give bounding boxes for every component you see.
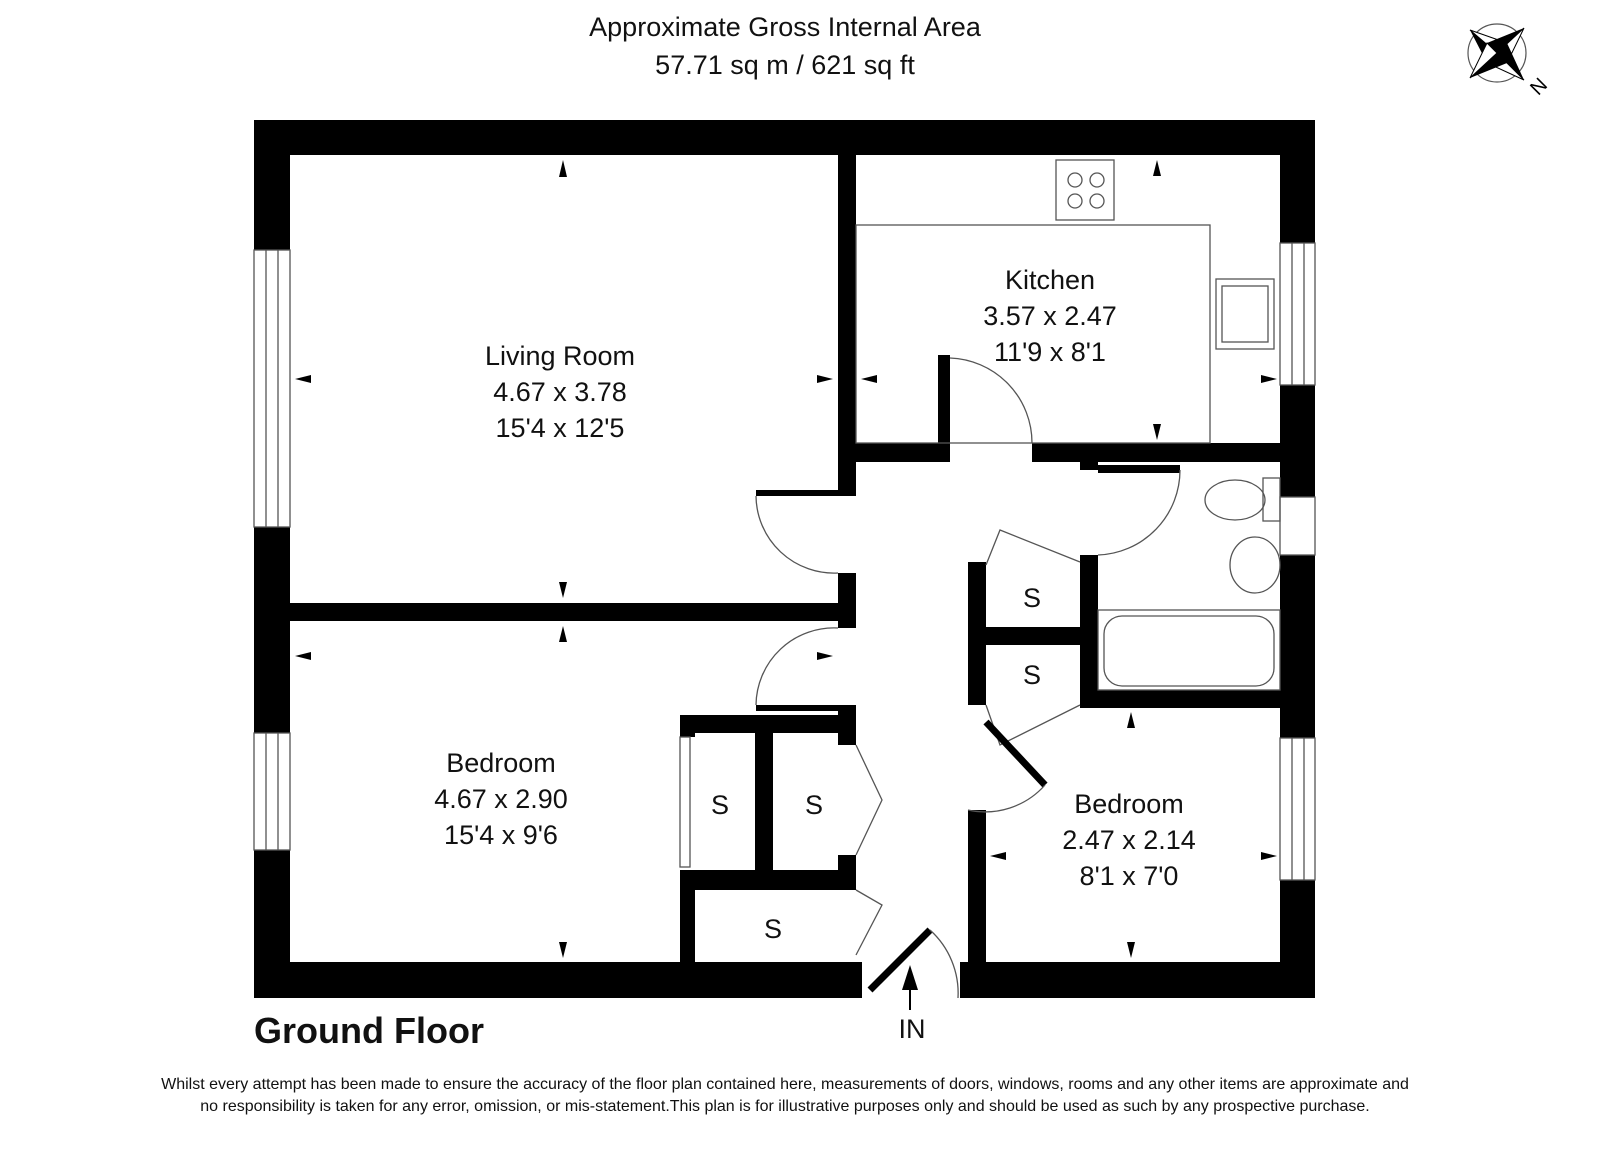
disclaimer-line: no responsibility is taken for any error… bbox=[200, 1098, 1370, 1115]
svg-text:S: S bbox=[764, 914, 782, 944]
svg-text:S: S bbox=[711, 790, 729, 820]
dimension-arrows bbox=[295, 160, 1277, 958]
svg-text:15'4 x 9'6: 15'4 x 9'6 bbox=[444, 820, 558, 850]
room-bedroom-1: Bedroom 4.67 x 2.90 15'4 x 9'6 bbox=[434, 748, 568, 850]
area-value: 57.71 sq m / 621 sq ft bbox=[655, 50, 915, 80]
svg-text:S: S bbox=[805, 790, 823, 820]
windows-doors bbox=[253, 159, 1316, 1010]
storage-labels: S S S S S bbox=[711, 583, 1041, 944]
room-kitchen: Kitchen 3.57 x 2.47 11'9 x 8'1 bbox=[983, 265, 1117, 367]
area-title: Approximate Gross Internal Area bbox=[589, 12, 981, 42]
walls bbox=[254, 120, 1315, 998]
svg-text:3.57 x 2.47: 3.57 x 2.47 bbox=[983, 301, 1117, 331]
compass-icon: N bbox=[1467, 23, 1552, 100]
entrance-label: IN bbox=[899, 1014, 926, 1044]
north-label: N bbox=[1526, 74, 1552, 100]
svg-text:S: S bbox=[1023, 583, 1041, 613]
svg-text:Kitchen: Kitchen bbox=[1005, 265, 1095, 295]
svg-text:8'1 x 7'0: 8'1 x 7'0 bbox=[1080, 861, 1179, 891]
disclaimer: Whilst every attempt has been made to en… bbox=[0, 1074, 1570, 1118]
room-living-room: Living Room 4.67 x 3.78 15'4 x 12'5 bbox=[485, 341, 635, 443]
svg-text:Bedroom: Bedroom bbox=[1074, 789, 1184, 819]
svg-text:15'4 x 12'5: 15'4 x 12'5 bbox=[496, 413, 625, 443]
svg-text:4.67 x 3.78: 4.67 x 3.78 bbox=[493, 377, 627, 407]
svg-text:2.47 x 2.14: 2.47 x 2.14 bbox=[1062, 825, 1196, 855]
svg-text:11'9 x 8'1: 11'9 x 8'1 bbox=[994, 337, 1106, 367]
svg-text:4.67 x 2.90: 4.67 x 2.90 bbox=[434, 784, 568, 814]
floor-label: Ground Floor bbox=[254, 1010, 484, 1051]
svg-text:Bedroom: Bedroom bbox=[446, 748, 556, 778]
svg-text:Living Room: Living Room bbox=[485, 341, 635, 371]
disclaimer-line: Whilst every attempt has been made to en… bbox=[161, 1076, 1409, 1093]
svg-text:S: S bbox=[1023, 660, 1041, 690]
room-bedroom-2: Bedroom 2.47 x 2.14 8'1 x 7'0 bbox=[1062, 789, 1196, 891]
